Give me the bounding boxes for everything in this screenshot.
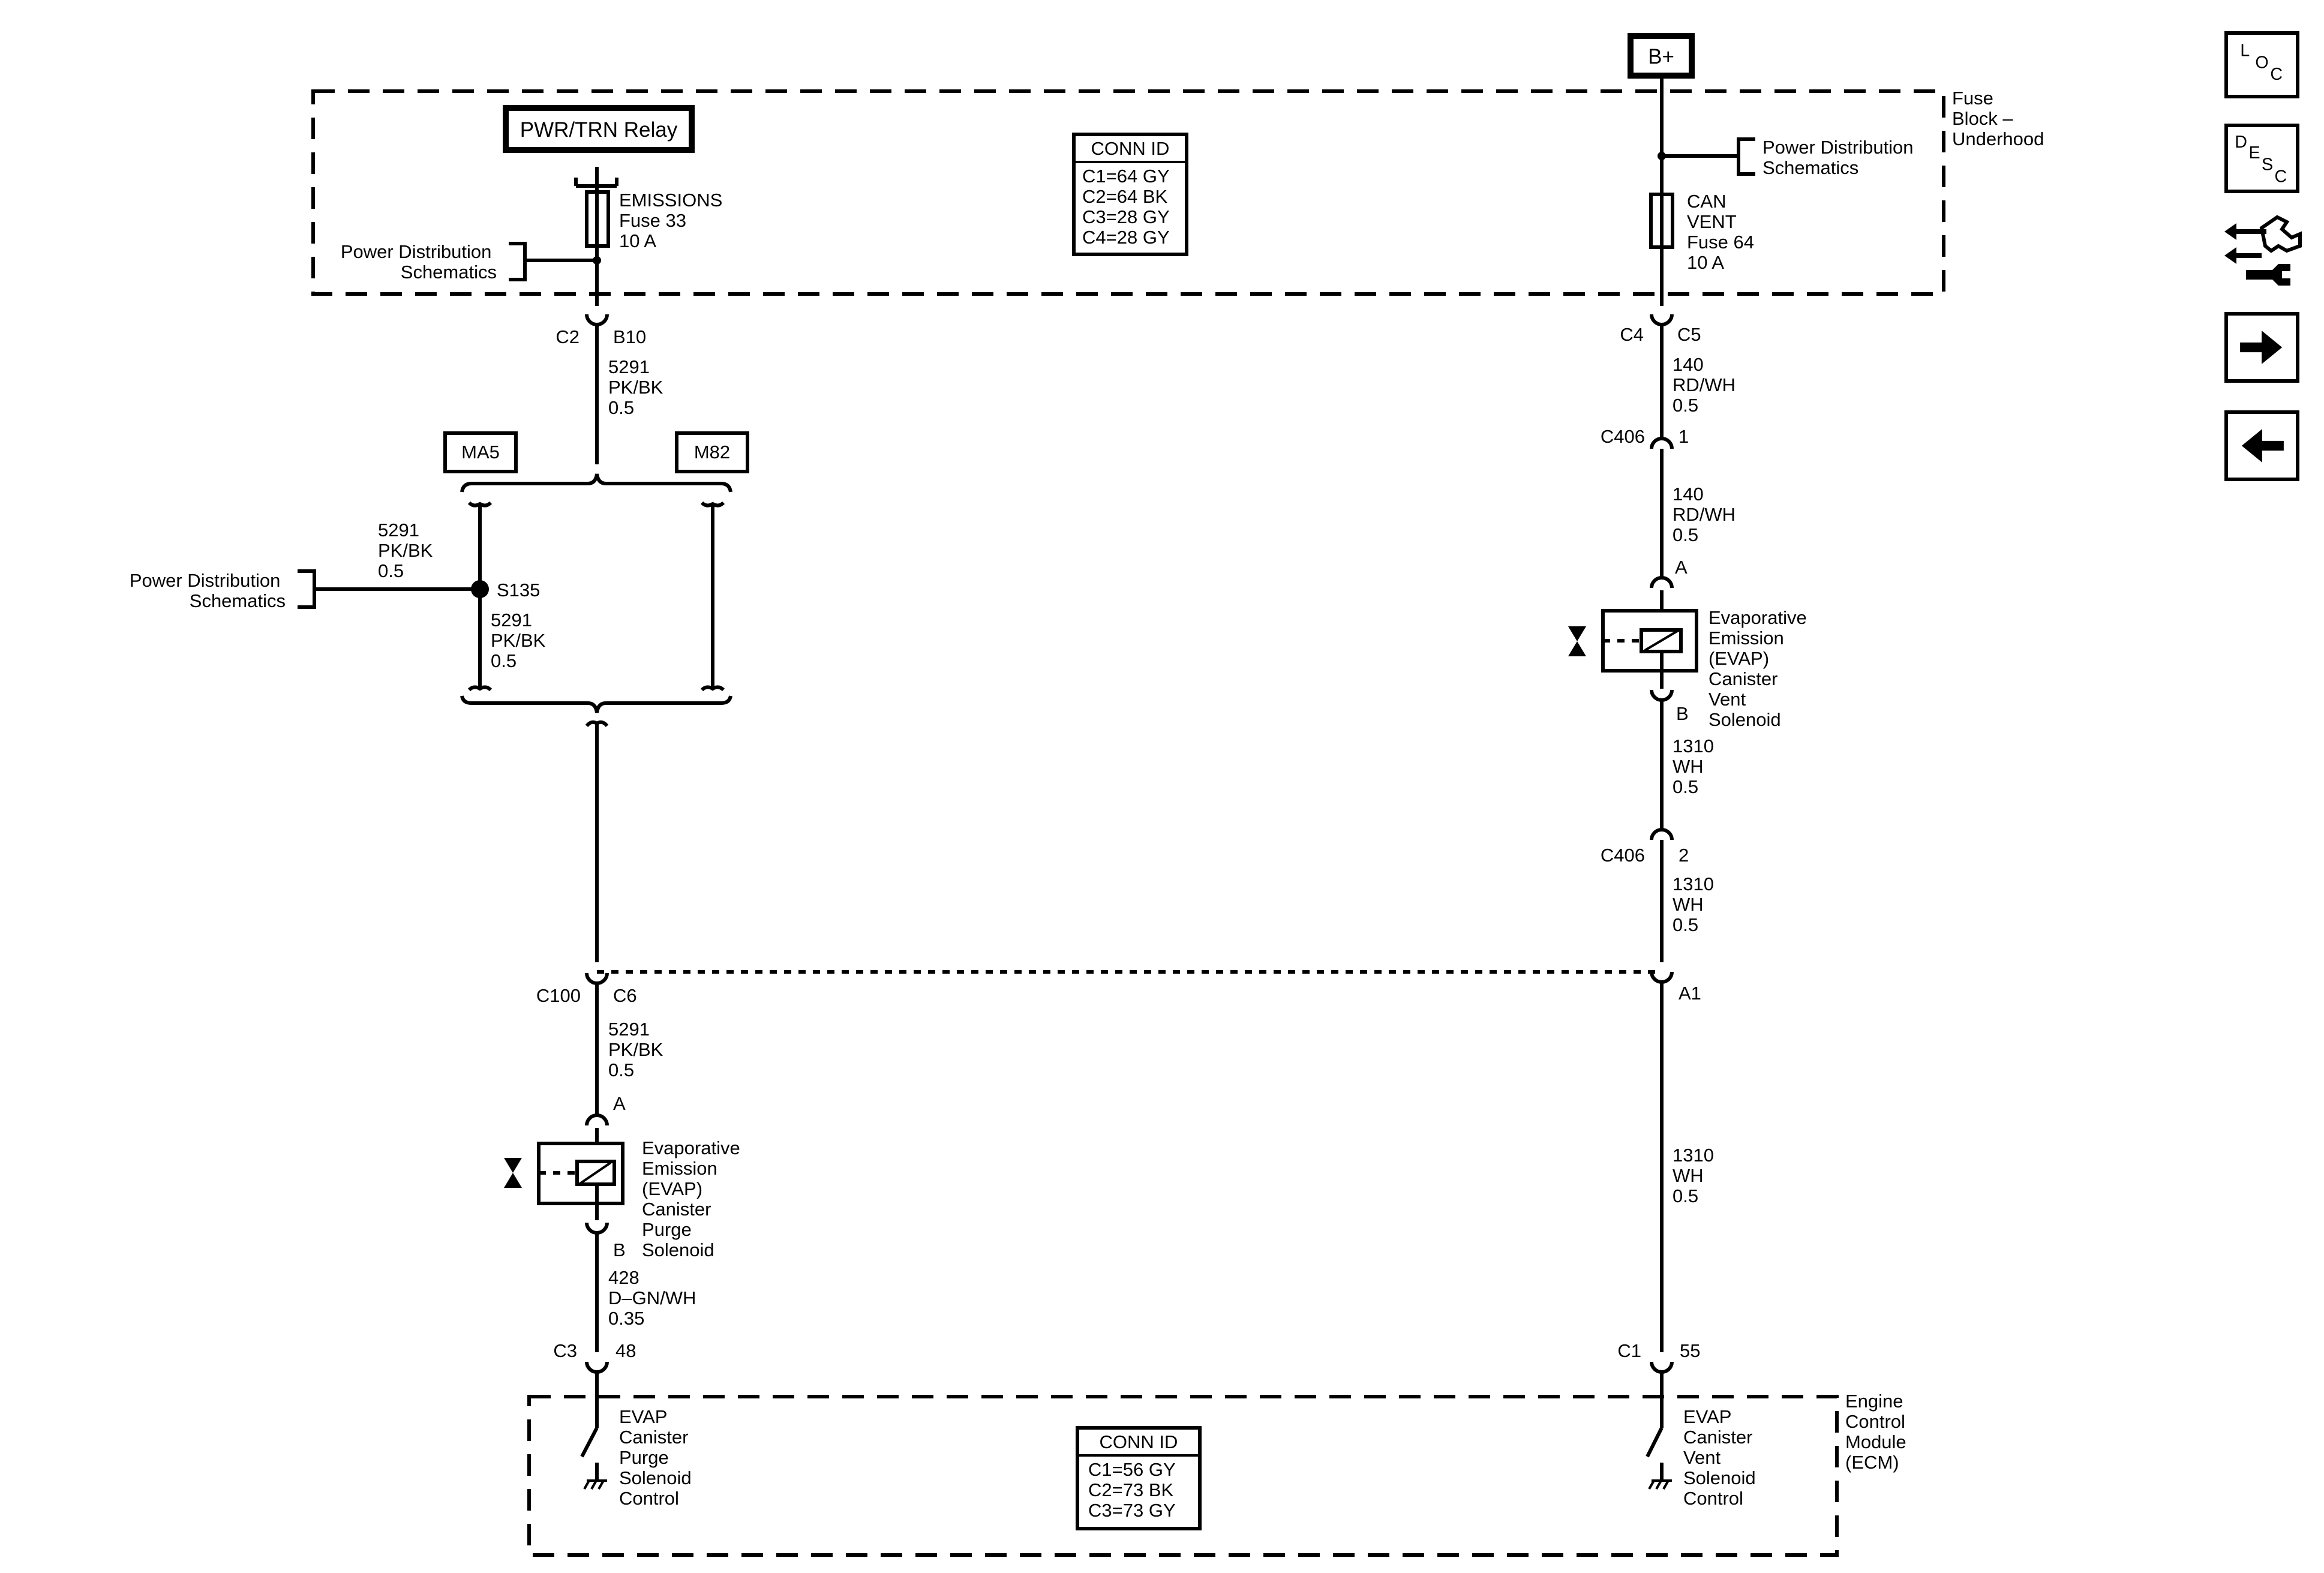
conn-id-top-rows: C1=64 GY C2=64 BK C3=28 GY C4=28 GY <box>1082 166 1175 248</box>
pwr-trn-relay-box <box>503 105 695 153</box>
purge-pin-b: B <box>613 1239 626 1260</box>
svg-text:L: L <box>2240 41 2250 61</box>
vent-valve-icon <box>1568 626 1586 656</box>
purge-control-label: EVAP Canister Purge Solenoid Control <box>619 1406 696 1509</box>
purge-pin-a: A <box>613 1093 626 1114</box>
conn-c5: C5 <box>1677 324 1701 345</box>
conn-id-ecm-table <box>1076 1426 1202 1530</box>
conn-c2: C2 <box>556 326 580 347</box>
pwr-trn-relay-label: PWR/TRN Relay <box>520 118 678 142</box>
right-wire1-label: 140 RD/WH 0.5 <box>1673 354 1741 416</box>
desc-icon: D E S C <box>2235 133 2287 186</box>
vent-control-switch <box>1646 1407 1664 1481</box>
arrow-right-icon <box>2240 331 2283 364</box>
vent-control-label: EVAP Canister Vent Solenoid Control <box>1683 1406 1761 1509</box>
pds-left-label: Power Distribution Schematics <box>341 241 497 283</box>
connector-c100-c6 <box>585 972 609 985</box>
purge-pin-a-connector <box>585 1113 609 1126</box>
option-brace-bottom <box>460 695 732 713</box>
desc-button[interactable]: D E S C <box>2224 124 2299 193</box>
pds-left-bracket <box>509 242 527 281</box>
back-button[interactable] <box>2224 410 2299 481</box>
connector-c4-c5 <box>1650 314 1674 326</box>
conn-c406a-pin: 1 <box>1679 426 1689 447</box>
right-wire4-label: 1310 WH 0.5 <box>1673 873 1719 935</box>
pds-splice-bracket <box>298 569 316 609</box>
purge-control-switch <box>580 1407 599 1481</box>
option-m82-label: M82 <box>694 442 730 463</box>
conn-c100: C100 <box>536 985 581 1006</box>
svg-text:C: C <box>2270 65 2283 84</box>
svg-text:D: D <box>2235 133 2247 152</box>
conn-48: 48 <box>615 1340 636 1361</box>
pds-splice-label: Power Distribution Schematics <box>130 570 286 611</box>
svg-text:C: C <box>2275 167 2287 186</box>
conn-55: 55 <box>1680 1340 1700 1361</box>
conn-c406b-pin: 2 <box>1679 845 1689 866</box>
diagnostic-tools-button[interactable] <box>2220 211 2304 288</box>
left-wire1-label: 5291 PK/BK 0.5 <box>608 356 668 418</box>
purge-valve-icon <box>504 1158 522 1188</box>
fuse64-label: CAN VENT Fuse 64 10 A <box>1687 191 1759 273</box>
conn-id-ecm-rows: C1=56 GY C2=73 BK C3=73 GY <box>1088 1459 1181 1521</box>
splice-s135-label: S135 <box>497 580 540 601</box>
left-wire4-label: 5291 PK/BK 0.5 <box>608 1019 668 1080</box>
left-wire2-label: 5291 PK/BK 0.5 <box>378 520 438 581</box>
ecm-boundary <box>527 1395 1839 1557</box>
vent-ground-icon <box>1648 1479 1672 1490</box>
conn-c6: C6 <box>613 985 637 1006</box>
conn-c406b: C406 <box>1601 845 1645 866</box>
right-wire2-label: 140 RD/WH 0.5 <box>1673 484 1741 545</box>
fuse-block-underhood-boundary <box>311 89 1945 296</box>
connector-c2-b10 <box>585 314 609 326</box>
loc-button[interactable]: L O C <box>2224 31 2299 98</box>
ecm-name: Engine Control Module (ECM) <box>1845 1391 1911 1473</box>
left-wire5-label: 428 D–GN/WH 0.35 <box>608 1267 701 1329</box>
vent-pin-b-connector <box>1650 689 1674 702</box>
option-ma5-box <box>443 431 518 473</box>
fuse-block-name: Fuse Block – Underhood <box>1952 88 2044 149</box>
conn-id-top-table <box>1072 133 1188 256</box>
option-brace-top <box>460 473 732 493</box>
purge-pin-b-connector <box>585 1222 609 1235</box>
svg-text:E: E <box>2249 143 2260 163</box>
forward-button[interactable] <box>2224 312 2299 383</box>
conn-c406a: C406 <box>1601 426 1645 447</box>
svg-text:S: S <box>2262 155 2273 175</box>
connector-c406-1 <box>1650 437 1674 449</box>
conn-b10: B10 <box>613 326 646 347</box>
svg-text:O: O <box>2255 53 2268 72</box>
evap-purge-solenoid <box>537 1142 624 1205</box>
loc-icon: L O C <box>2240 41 2283 84</box>
purge-solenoid-label: Evaporative Emission (EVAP) Canister Pur… <box>642 1137 745 1260</box>
fuse33-label: EMISSIONS Fuse 33 10 A <box>619 190 728 251</box>
conn-id-top-title: CONN ID <box>1091 138 1170 159</box>
connector-c406-2 <box>1650 828 1674 840</box>
pds-right-bracket <box>1737 137 1755 176</box>
purge-coil <box>575 1160 616 1186</box>
diagnostic-tools-icon <box>2224 215 2302 286</box>
connector-c1-55 <box>1650 1361 1674 1374</box>
conn-id-ecm-title: CONN ID <box>1100 1431 1178 1452</box>
arrow-left-icon <box>2241 429 2284 463</box>
conn-c1: C1 <box>1617 1340 1641 1361</box>
vent-pin-b: B <box>1676 703 1689 724</box>
option-ma5-label: MA5 <box>461 442 500 463</box>
option-m82-box <box>675 431 749 473</box>
conn-c3: C3 <box>553 1340 577 1361</box>
purge-ground-icon <box>583 1479 607 1490</box>
conn-c4: C4 <box>1620 324 1644 345</box>
vent-solenoid-label: Evaporative Emission (EVAP) Canister Ven… <box>1709 607 1812 730</box>
vent-pin-a-connector <box>1650 576 1674 589</box>
pds-right-label: Power Distribution Schematics <box>1762 137 1918 178</box>
connector-c3-48 <box>585 1361 609 1374</box>
right-wire5-label: 1310 WH 0.5 <box>1673 1145 1719 1206</box>
conn-a1: A1 <box>1679 983 1701 1004</box>
vent-pin-a: A <box>1675 557 1688 578</box>
b-plus-label: B+ <box>1648 45 1674 68</box>
left-wire3-label: 5291 PK/BK 0.5 <box>491 610 551 671</box>
right-wire3-label: 1310 WH 0.5 <box>1673 736 1719 797</box>
